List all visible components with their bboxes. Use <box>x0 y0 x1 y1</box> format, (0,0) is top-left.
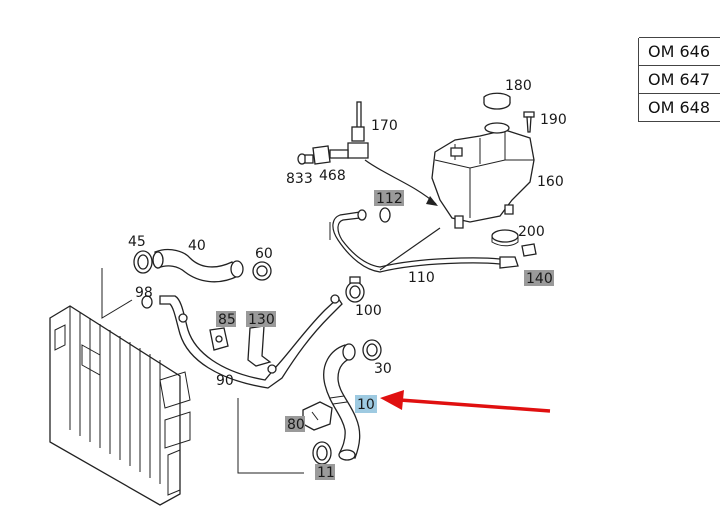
sensor-170 <box>347 101 369 159</box>
label-190: 190 <box>540 112 567 128</box>
expansion-tank-160 <box>431 122 535 229</box>
label-80: 80 <box>287 417 305 433</box>
label-90: 90 <box>216 373 234 389</box>
label-112: 112 <box>376 191 403 207</box>
label-180: 180 <box>505 78 532 94</box>
clamp-112 <box>379 207 391 223</box>
label-30: 30 <box>374 361 392 377</box>
label-10-bg <box>355 395 377 413</box>
line-110 <box>332 209 519 273</box>
label-468: 468 <box>319 168 346 184</box>
seal-833 <box>297 153 314 165</box>
label-45: 45 <box>128 234 146 250</box>
label-80-bg <box>285 416 305 432</box>
bracket-130 <box>247 325 272 367</box>
label-85-bg <box>216 311 236 327</box>
arrow-head-sensor <box>426 196 438 206</box>
clip-140 <box>521 243 537 257</box>
label-140-bg <box>524 270 554 286</box>
label-98: 98 <box>135 285 153 301</box>
bracket-80 <box>302 401 333 431</box>
cap-180 <box>483 92 511 110</box>
hose-10 <box>323 343 361 461</box>
engine-code-om648: OM 648 <box>639 93 720 122</box>
bush-200 <box>491 229 519 247</box>
label-11: 11 <box>317 465 335 481</box>
leader-lines <box>101 222 331 474</box>
clamp-100 <box>345 276 365 303</box>
label-85: 85 <box>218 312 236 328</box>
label-170: 170 <box>371 118 398 134</box>
label-200: 200 <box>518 224 545 240</box>
label-100: 100 <box>355 303 382 319</box>
connector-468 <box>312 145 349 165</box>
label-112-bg <box>374 190 404 206</box>
label-130-bg <box>246 311 276 327</box>
hose-90 <box>141 294 343 389</box>
bolt-190 <box>523 111 535 133</box>
label-833: 833 <box>286 171 313 187</box>
hose-40 <box>133 248 272 283</box>
label-160: 160 <box>537 174 564 190</box>
label-11-bg <box>315 464 335 480</box>
clamp-11 <box>312 441 332 465</box>
radiator <box>49 305 191 506</box>
red-pointer-arrow <box>380 390 551 413</box>
part-labels: 45 40 60 98 85 130 90 100 30 10 80 11 11… <box>128 78 567 481</box>
label-60: 60 <box>255 246 273 262</box>
clamp-30 <box>362 339 382 361</box>
label-140: 140 <box>526 271 553 287</box>
label-40: 40 <box>188 238 206 254</box>
clip-85 <box>209 327 229 351</box>
label-10: 10 <box>357 397 375 413</box>
label-130: 130 <box>248 312 275 328</box>
label-110: 110 <box>408 270 435 286</box>
engine-code-table: OM 646 OM 647 OM 648 <box>638 37 720 122</box>
